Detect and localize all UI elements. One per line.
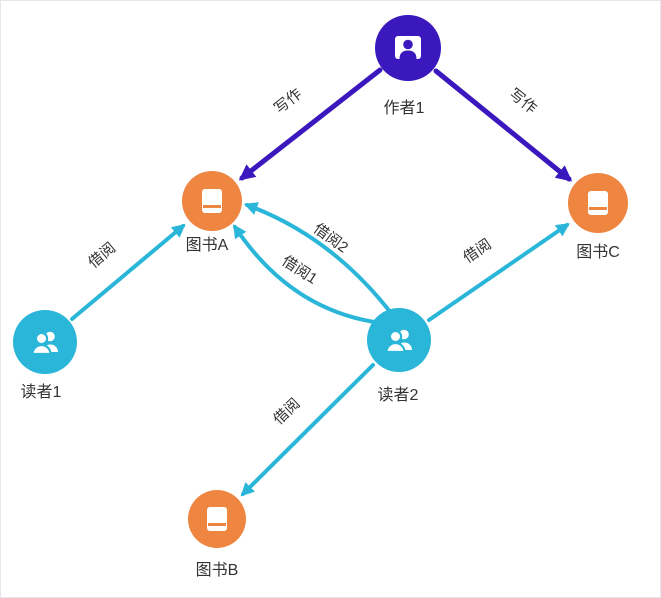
readers-group-icon — [385, 329, 412, 354]
node-book-a[interactable] — [182, 171, 242, 231]
node-label-reader1: 读者1 — [21, 383, 62, 401]
book-icon — [207, 507, 227, 531]
edge-reader2-bookc[interactable] — [427, 223, 570, 322]
edge-author1-booka[interactable] — [238, 67, 383, 181]
node-book-c[interactable] — [568, 173, 628, 233]
edge-reader2-booka-2[interactable] — [243, 202, 393, 315]
readers-group-icon — [31, 331, 58, 356]
edge-label-borrow-r2-b: 借阅 — [270, 395, 303, 428]
edge-label-borrow-r1-a: 借阅 — [85, 239, 119, 271]
node-reader1[interactable] — [13, 310, 77, 374]
node-author1[interactable] — [375, 15, 441, 81]
node-label-book-b: 图书B — [196, 561, 239, 579]
author-person-icon — [395, 36, 421, 59]
node-label-book-a: 图书A — [186, 236, 229, 254]
edge-reader2-booka-1[interactable] — [233, 224, 383, 325]
node-reader2[interactable] — [367, 308, 431, 372]
edge-reader2-bookb[interactable] — [240, 363, 375, 497]
book-icon — [588, 191, 608, 215]
edge-label-write-a: 写作 — [271, 86, 305, 118]
edge-label-write-c: 写作 — [506, 86, 540, 118]
edge-reader1-booka[interactable] — [70, 223, 186, 321]
book-icon — [202, 189, 222, 213]
node-book-b[interactable] — [188, 490, 246, 548]
node-label-book-c: 图书C — [576, 243, 620, 261]
edge-label-borrow-r2-c: 借阅 — [460, 236, 494, 267]
edge-author1-bookc[interactable] — [433, 68, 573, 182]
node-label-author1: 作者1 — [384, 99, 425, 117]
node-label-reader2: 读者2 — [378, 386, 419, 404]
